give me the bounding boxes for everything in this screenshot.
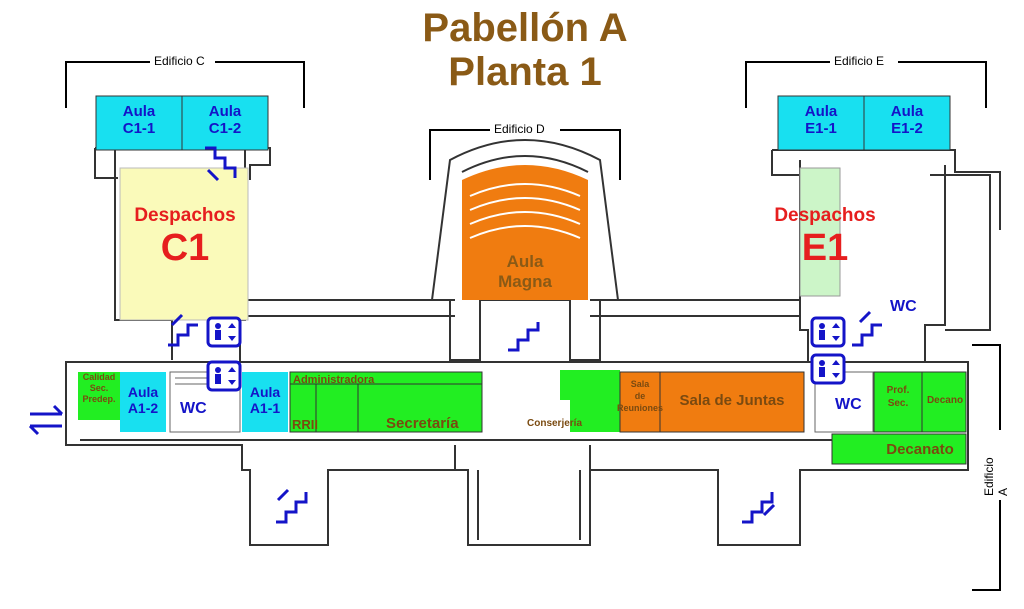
label-wc-right: WC (835, 396, 862, 413)
edificio-d-outline (430, 139, 620, 361)
exit-arrows-icon (28, 404, 64, 436)
room-conserjeria (560, 370, 620, 432)
room-aula-a1-1 (242, 372, 288, 432)
room-aula-e1-1 (777, 95, 865, 151)
room-sala-juntas (659, 371, 805, 433)
stairs-icon (168, 146, 882, 524)
label-despachos-c1: Despachos (134, 205, 236, 226)
main-outline (65, 361, 969, 546)
room-administracion (289, 371, 483, 433)
label-rrii: RRII (292, 417, 318, 432)
label-edificio-e: Edificio E (830, 54, 889, 68)
label-secretaria: Secretaría (386, 415, 459, 432)
label-aula-c1-2: Aula C1-2 (208, 103, 242, 137)
label-calidad: Calidad Sec. Predep. (82, 372, 116, 404)
room-despachos-e1 (799, 167, 841, 297)
title-line-1: Pabellón A (422, 6, 628, 50)
label-decano: Decano (926, 395, 964, 406)
label-edificio-a: Edificio A (982, 444, 1010, 500)
label-aula-a1-2: Aula A1-2 (127, 384, 159, 416)
room-aula-c1-2 (181, 95, 269, 151)
page-title: Pabellón A Planta 1 (380, 6, 670, 94)
room-decanato (831, 433, 967, 465)
room-aula-c1-1 (95, 95, 183, 151)
label-edificio-c: Edificio C (150, 54, 209, 68)
room-sala-reuniones (619, 371, 661, 433)
label-wc-right-top: WC (890, 298, 917, 315)
label-despachos-e1: Despachos (774, 205, 876, 226)
label-sala-reuniones: Sala de Reuniones (616, 379, 663, 413)
room-calidad (78, 372, 120, 420)
room-decano (921, 371, 967, 433)
label-prof-sec: Prof. Sec. (886, 385, 910, 409)
label-despachos-e1-code: E1 (801, 227, 849, 269)
room-aula-magna (462, 165, 588, 300)
room-aula-e1-2 (863, 95, 951, 151)
label-aula-e1-2: Aula E1-2 (890, 103, 924, 137)
label-aula-magna: Aula Magna (498, 252, 552, 291)
label-aula-a1-1: Aula A1-1 (249, 384, 281, 416)
label-conserjeria: Conserjería (527, 418, 583, 429)
label-despachos-c1-code: C1 (160, 227, 210, 269)
room-prof-sec (873, 371, 923, 433)
label-edificio-d: Edificio D (490, 122, 549, 136)
title-line-2: Planta 1 (448, 50, 602, 94)
label-wc-left: WC (180, 400, 207, 417)
room-despachos-c1 (119, 167, 249, 321)
label-administradora: Administradora (293, 374, 375, 386)
label-aula-c1-1: Aula C1-1 (122, 103, 156, 137)
label-aula-e1-1: Aula E1-1 (804, 103, 838, 137)
label-sala-juntas: Sala de Juntas (679, 392, 785, 409)
label-decanato: Decanato (886, 441, 954, 458)
room-aula-a1-2 (120, 372, 166, 432)
